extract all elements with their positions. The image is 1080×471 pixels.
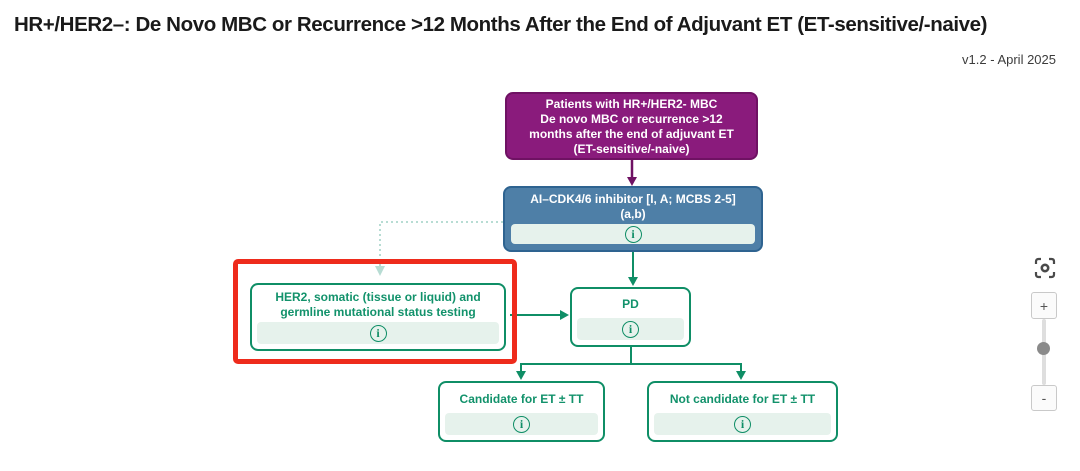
zoom-in-button[interactable]: + (1031, 292, 1057, 319)
info-strip-testing[interactable]: i (257, 322, 499, 344)
info-strip-candidate[interactable]: i (445, 413, 598, 435)
version-label: v1.2 - April 2025 (962, 52, 1056, 67)
node-pd-text: PD (622, 297, 639, 311)
node-not-candidate-et-tt[interactable]: Not candidate for ET ± TT i (647, 381, 838, 442)
info-icon[interactable]: i (513, 415, 530, 433)
info-strip-not-candidate[interactable]: i (654, 413, 831, 435)
info-glyph: i (519, 417, 524, 431)
info-icon[interactable]: i (622, 320, 639, 338)
node-candidate-text: Candidate for ET ± TT (459, 391, 584, 406)
info-glyph: i (740, 417, 745, 431)
node-patients-text: Patients with HR+/HER2- MBC De novo MBC … (529, 97, 734, 156)
info-glyph: i (376, 326, 380, 340)
node-pd[interactable]: PD i (570, 287, 691, 347)
info-glyph: i (628, 322, 633, 336)
info-icon[interactable]: i (734, 415, 751, 433)
info-icon[interactable]: i (369, 324, 387, 342)
info-glyph: i (631, 227, 635, 241)
node-candidate-et-tt[interactable]: Candidate for ET ± TT i (438, 381, 605, 442)
zoom-slider-handle[interactable] (1037, 342, 1050, 355)
zoom-out-button[interactable]: - (1031, 385, 1057, 411)
info-strip-ai-cdk46[interactable]: i (511, 224, 755, 244)
info-icon[interactable]: i (624, 225, 642, 243)
node-testing-text: HER2, somatic (tissue or liquid) and ger… (275, 289, 481, 319)
fit-view-button[interactable] (1034, 257, 1056, 279)
page-title: HR+/HER2–: De Novo MBC or Recurrence >12… (14, 13, 988, 36)
node-ai-cdk46-inhibitor[interactable]: AI–CDK4/6 inhibitor [I, A; MCBS 2-5] (a,… (503, 186, 763, 252)
fit-view-icon (1034, 257, 1056, 279)
node-mutational-status-testing[interactable]: HER2, somatic (tissue or liquid) and ger… (250, 283, 506, 351)
node-patients-mbc[interactable]: Patients with HR+/HER2- MBC De novo MBC … (505, 92, 758, 160)
info-strip-pd[interactable]: i (577, 318, 684, 340)
node-ai-cdk46-text: AI–CDK4/6 inhibitor [I, A; MCBS 2-5] (a,… (530, 192, 736, 221)
node-not-candidate-text: Not candidate for ET ± TT (669, 391, 816, 406)
